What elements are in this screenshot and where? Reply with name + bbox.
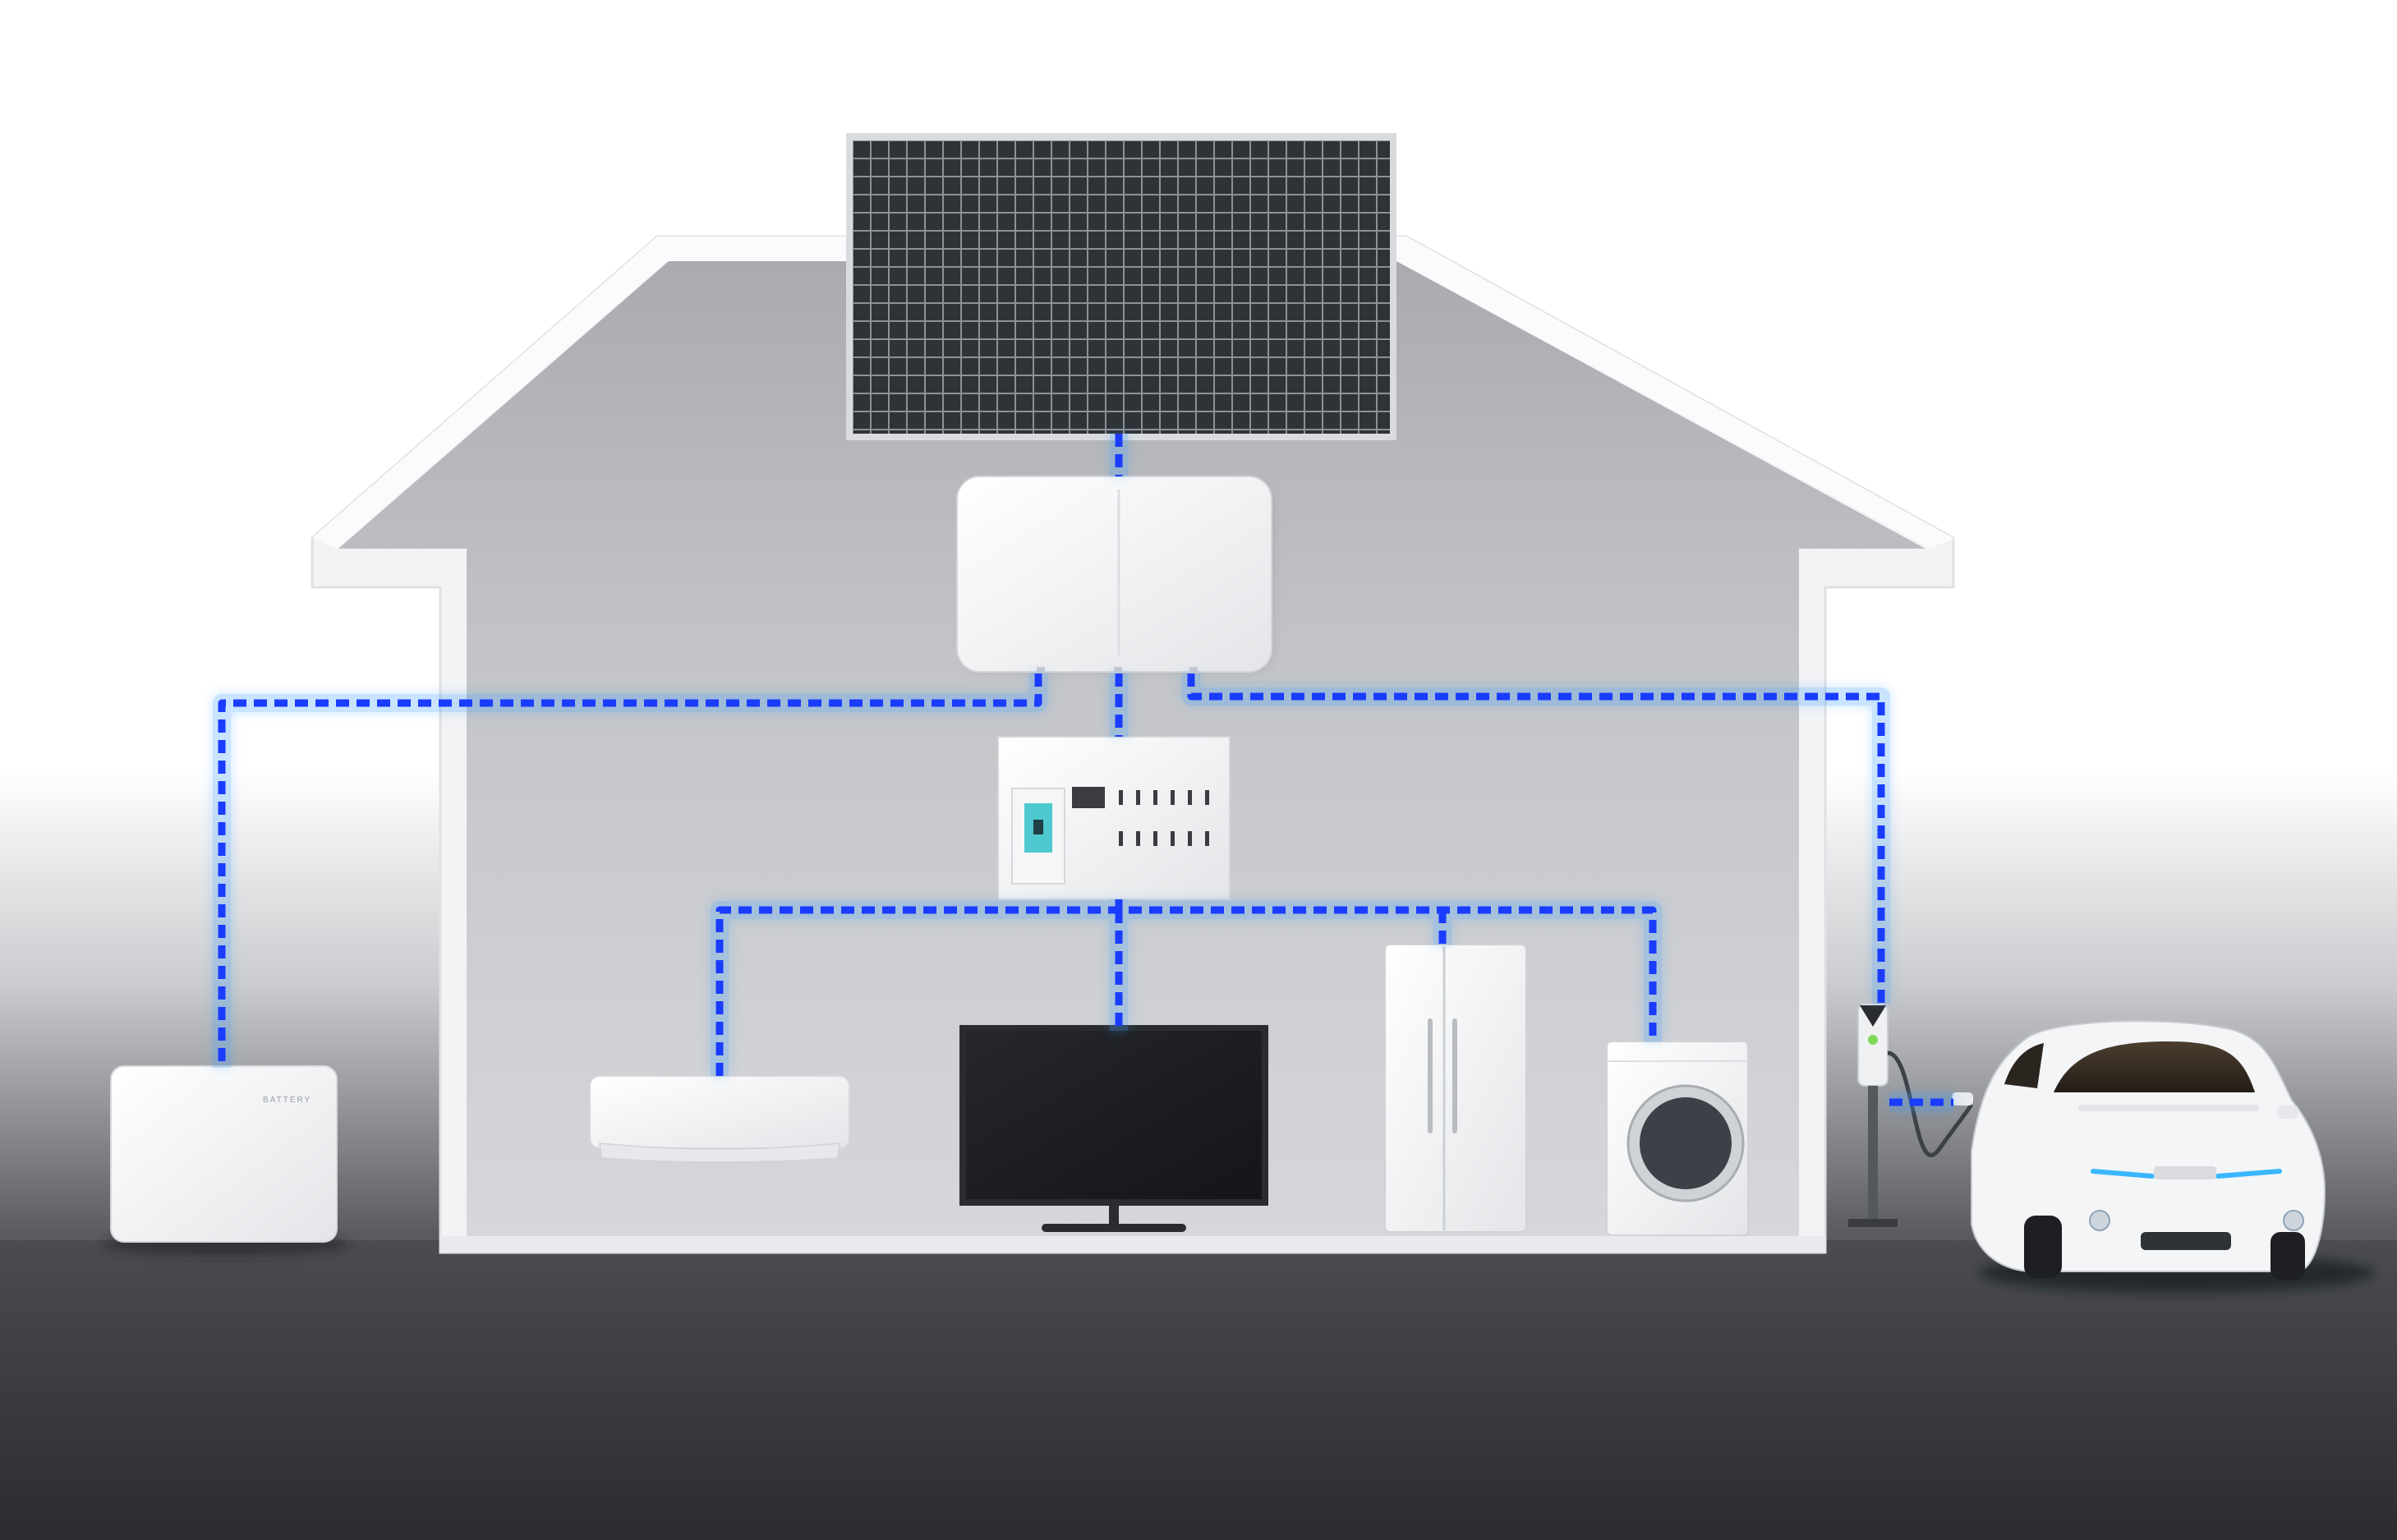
charging-plug: [1952, 1092, 1973, 1106]
wire-appliance-bus: [715, 906, 1657, 1076]
floor: [0, 1240, 2397, 1540]
wire-inverter-to-charger: [1187, 673, 1885, 1004]
car-lower-grille: [2141, 1232, 2231, 1250]
tv-stand: [1042, 1224, 1186, 1232]
home-battery: BATTERY: [103, 1065, 349, 1256]
wire-dash-layer: [218, 434, 1953, 1106]
ev-charger-post: [1868, 1086, 1878, 1221]
fridge-handle-right: [1452, 1018, 1457, 1133]
car-side-window: [2004, 1043, 2044, 1088]
car-headlight-left: [2091, 1169, 2155, 1179]
electric-car: [1971, 1020, 2374, 1293]
air-conditioner: [589, 1075, 850, 1163]
roof-edge: [312, 237, 1953, 549]
car-hood-line: [2078, 1105, 2259, 1111]
power-lines: [213, 434, 1953, 1111]
distribution-panel: [997, 736, 1231, 900]
car-headlight-right: [2215, 1169, 2282, 1179]
washer-door-glass: [1640, 1097, 1732, 1189]
inverter: [956, 476, 1275, 680]
car-wheel-left: [2024, 1216, 2062, 1278]
solar-panel-icon: [853, 140, 1390, 434]
washing-machine: [1606, 1041, 1749, 1236]
house-floor-ledge: [440, 1236, 1825, 1253]
inverter-icon: [956, 476, 1272, 673]
tv-neck: [1109, 1206, 1119, 1224]
battery-label: BATTERY: [263, 1096, 311, 1105]
ev-charger-base: [1848, 1219, 1898, 1227]
charging-cable: [1887, 1050, 1974, 1157]
breakers-top: [1119, 790, 1209, 805]
car-windshield: [2054, 1041, 2255, 1092]
breakers-bottom: [1119, 831, 1209, 846]
car-foglight-left: [2089, 1210, 2110, 1231]
refrigerator: [1384, 944, 1527, 1233]
battery-icon: [110, 1065, 338, 1243]
car-grille: [2154, 1166, 2216, 1179]
car-mirror: [2277, 1106, 2298, 1119]
ev-charger: [1848, 1003, 1974, 1227]
car-foglight-right: [2283, 1210, 2304, 1231]
air-conditioner-icon: [589, 1075, 850, 1149]
television: [959, 1025, 1268, 1232]
meter: [1072, 787, 1105, 808]
tv-icon: [966, 1031, 1262, 1199]
wire-inverter-to-battery: [218, 673, 1042, 1068]
fridge-handle-left: [1428, 1018, 1433, 1133]
car-wheel-right: [2270, 1232, 2305, 1280]
solar-panel: [846, 133, 1396, 440]
